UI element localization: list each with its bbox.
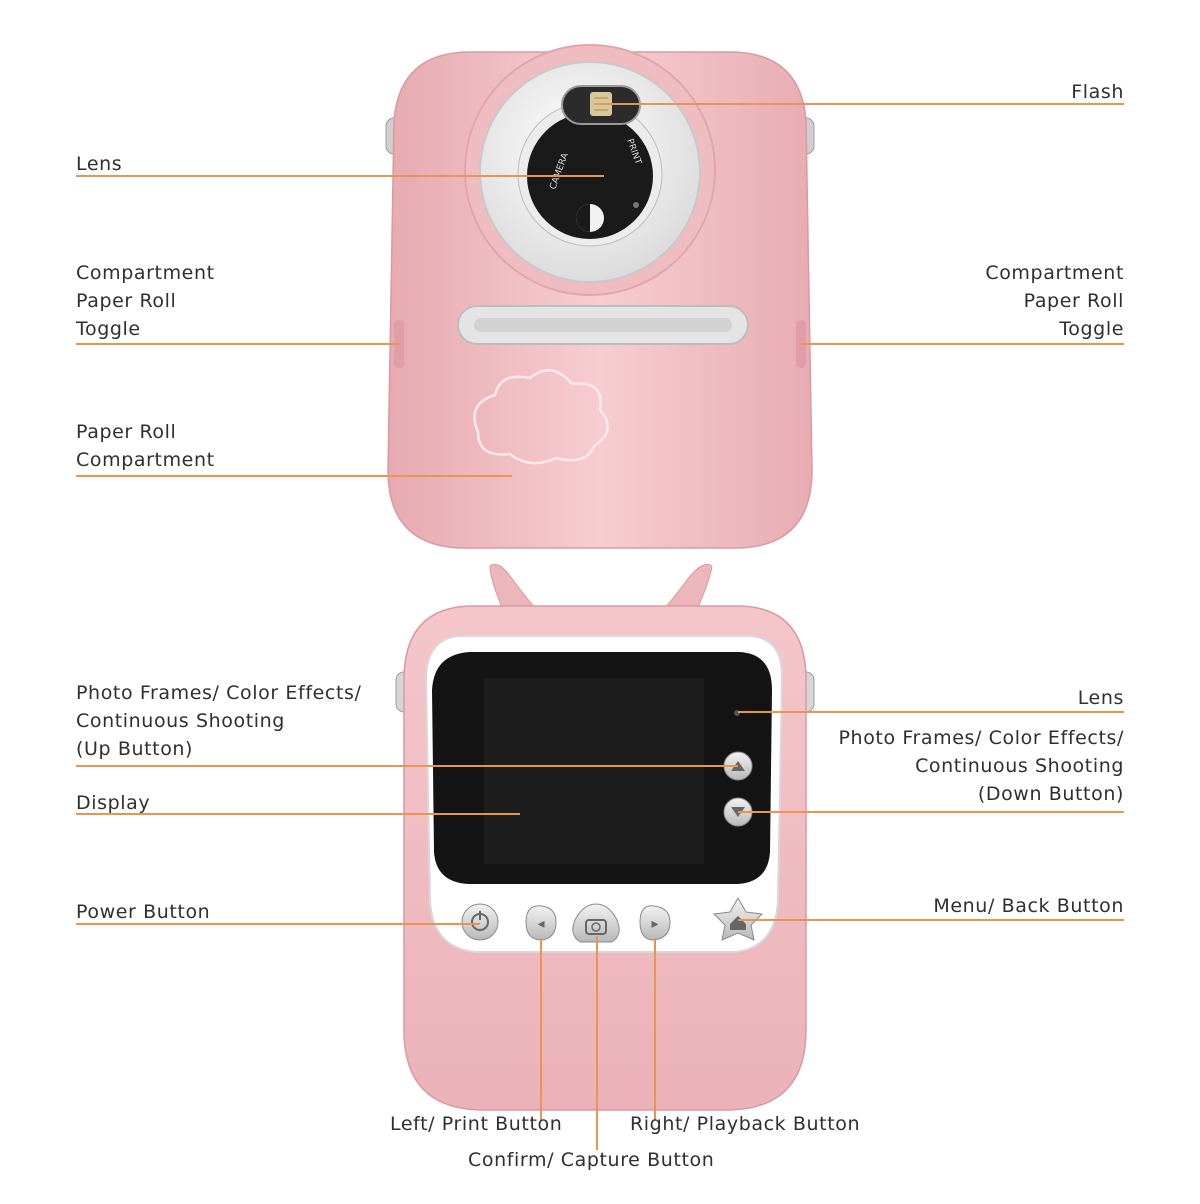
camera-icon (585, 919, 607, 935)
ear-left (489, 563, 542, 615)
label-right-playback-button: Right/ Playback Button (630, 1110, 860, 1138)
cloud-icon (473, 369, 609, 465)
right-playback-button[interactable] (639, 905, 671, 941)
label-line: Paper Roll (76, 421, 177, 443)
label-line: Compartment (985, 262, 1124, 284)
label-line: Power Button (76, 901, 211, 923)
left-print-button[interactable] (525, 905, 557, 941)
label-display: Display (76, 789, 150, 817)
label-menu-back-button: Menu/ Back Button (933, 892, 1124, 920)
label-compartment-toggle-left: Compartment Paper Roll Toggle (76, 259, 215, 343)
label-line: Lens (1077, 687, 1124, 709)
label-line: Paper Roll (1023, 290, 1124, 312)
label-line: Confirm/ Capture Button (468, 1149, 715, 1171)
label-lens-front: Lens (76, 150, 122, 178)
home-icon (730, 916, 746, 930)
label-confirm-capture-button: Confirm/ Capture Button (468, 1146, 714, 1174)
label-down-button: Photo Frames/ Color Effects/ Continuous … (839, 724, 1125, 808)
label-lens-back: Lens (1078, 684, 1124, 712)
label-line: Continuous Shooting (915, 755, 1124, 777)
label-line: Lens (76, 153, 123, 175)
label-left-print-button: Left/ Print Button (390, 1110, 562, 1138)
label-line: Paper Roll (76, 290, 177, 312)
label-line: Continuous Shooting (76, 710, 285, 732)
label-line: Menu/ Back Button (933, 895, 1124, 917)
leader-lines (76, 103, 1124, 1150)
label-line: Flash (1071, 81, 1124, 103)
power-button[interactable] (461, 903, 499, 941)
label-line: Photo Frames/ Color Effects/ (76, 682, 362, 704)
label-line: Display (76, 792, 151, 814)
label-line: Compartment (76, 449, 215, 471)
label-line: Compartment (76, 262, 215, 284)
play-icon: ▸ (651, 916, 658, 932)
ear-right (658, 563, 713, 615)
left-print-icon: ◂ (537, 916, 544, 932)
label-flash: Flash (1071, 78, 1124, 106)
label-up-button: Photo Frames/ Color Effects/ Continuous … (76, 679, 362, 763)
front-camera: CAMERA PRINT (385, 44, 815, 549)
label-line: (Up Button) (76, 738, 194, 760)
label-line: Left/ Print Button (390, 1113, 563, 1135)
label-line: Photo Frames/ Color Effects/ (838, 727, 1124, 749)
label-line: Toggle (1059, 318, 1124, 340)
label-line: Toggle (76, 318, 141, 340)
label-paper-roll-compartment: Paper Roll Compartment (76, 418, 215, 474)
label-power-button: Power Button (76, 898, 210, 926)
label-line: Right/ Playback Button (630, 1113, 861, 1135)
display-screen (484, 678, 704, 864)
back-camera: ◂ ▸ (395, 563, 815, 1111)
label-compartment-toggle-right: Compartment Paper Roll Toggle (985, 259, 1124, 343)
label-line: (Down Button) (977, 783, 1124, 805)
